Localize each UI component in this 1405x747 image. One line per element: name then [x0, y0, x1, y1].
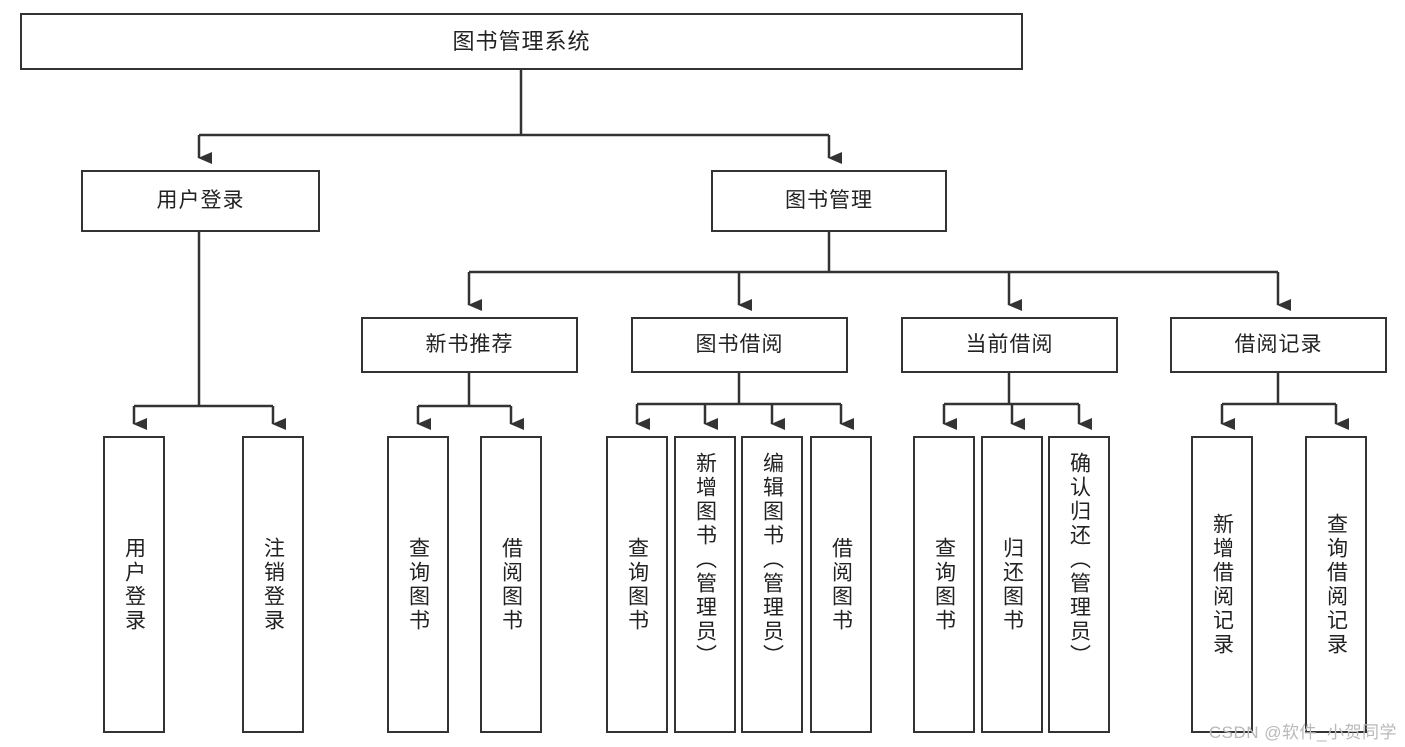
node-label: 借阅图书 [499, 536, 523, 633]
node-label: 借阅图书 [829, 536, 853, 633]
node-label: 查询图书 [406, 536, 430, 633]
node-leaf-borrow-book-new-rec[interactable]: 借阅图书 [480, 436, 542, 733]
node-root-book-management-system[interactable]: 图书管理系统 [20, 13, 1023, 70]
node-label: 编辑图书（管理员） [760, 452, 784, 668]
node-current-borrowing[interactable]: 当前借阅 [901, 317, 1118, 373]
node-leaf-edit-book-admin[interactable]: 编辑图书（管理员） [741, 436, 803, 733]
node-label: 确认归还（管理员） [1067, 452, 1091, 668]
node-leaf-add-borrow-record[interactable]: 新增借阅记录 [1191, 436, 1253, 733]
node-label: 图书管理 [785, 188, 873, 212]
node-leaf-return-book[interactable]: 归还图书 [981, 436, 1043, 733]
node-label: 归还图书 [1000, 536, 1024, 633]
csdn-watermark: CSDN @软件_小贺同学 [1208, 723, 1397, 742]
node-book-borrowing[interactable]: 图书借阅 [631, 317, 848, 373]
node-leaf-query-book-new-rec[interactable]: 查询图书 [387, 436, 449, 733]
node-leaf-query-book-current[interactable]: 查询图书 [913, 436, 975, 733]
node-label: 查询图书 [932, 536, 956, 633]
node-leaf-add-book-admin[interactable]: 新增图书（管理员） [674, 436, 736, 733]
node-leaf-logout[interactable]: 注销登录 [242, 436, 304, 733]
node-label: 借阅记录 [1234, 332, 1323, 356]
node-label: 新书推荐 [425, 332, 514, 356]
node-leaf-user-login[interactable]: 用户登录 [103, 436, 165, 733]
node-leaf-query-book-borrow[interactable]: 查询图书 [606, 436, 668, 733]
node-user-login[interactable]: 用户登录 [81, 170, 320, 232]
node-label: 新增图书（管理员） [693, 452, 717, 668]
node-leaf-query-borrow-record[interactable]: 查询借阅记录 [1305, 436, 1367, 733]
node-label: 用户登录 [156, 188, 245, 212]
node-new-book-recommendation[interactable]: 新书推荐 [361, 317, 578, 373]
node-label: 新增借阅记录 [1210, 512, 1234, 657]
node-borrowing-record[interactable]: 借阅记录 [1170, 317, 1387, 373]
node-label: 图书管理系统 [452, 28, 591, 54]
node-label: 注销登录 [261, 536, 285, 633]
node-label: 当前借阅 [965, 332, 1054, 356]
node-label: 查询图书 [625, 536, 649, 633]
node-book-management[interactable]: 图书管理 [711, 170, 947, 232]
node-label: 用户登录 [122, 536, 146, 633]
node-leaf-confirm-return-admin[interactable]: 确认归还（管理员） [1048, 436, 1110, 733]
node-label: 查询借阅记录 [1324, 512, 1348, 657]
node-leaf-borrow-book[interactable]: 借阅图书 [810, 436, 872, 733]
node-label: 图书借阅 [695, 332, 784, 356]
